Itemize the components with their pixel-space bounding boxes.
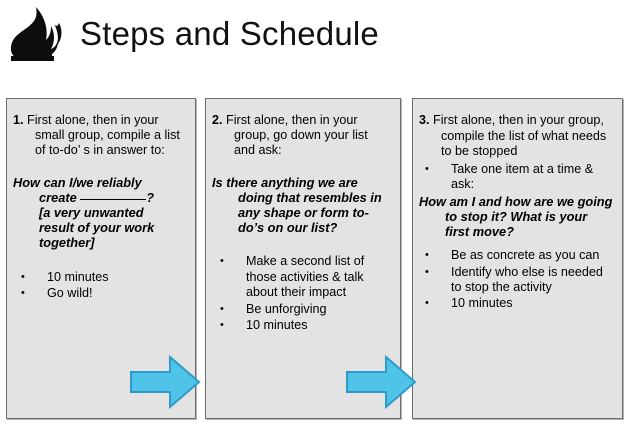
step-panel-3: 3. First alone, then in your group, comp… bbox=[412, 98, 623, 419]
step-3-lead-text: First alone, then in your group, compile… bbox=[433, 113, 607, 159]
step-2-question: Is there anything we are doing that rese… bbox=[212, 174, 382, 236]
step-1-question-line-3: [a very unwanted bbox=[39, 205, 144, 221]
list-item: 10 minutes bbox=[212, 317, 392, 333]
step-2-lead-text: First alone, then in your group, go down… bbox=[226, 113, 368, 158]
list-item: Identify who else is needed to stop the … bbox=[419, 264, 614, 296]
fill-in-blank bbox=[80, 198, 147, 200]
step-2-bullet-list: Make a second list of those activities &… bbox=[212, 253, 392, 333]
step-1-question-line-5: together] bbox=[39, 235, 95, 251]
list-item: Go wild! bbox=[13, 285, 187, 301]
arrow-right-icon-2 bbox=[345, 355, 417, 409]
step-2-lead: 2. First alone, then in your group, go d… bbox=[212, 113, 392, 159]
flame-icon bbox=[6, 4, 68, 64]
step-1-lead-text: First alone, then in your small group, c… bbox=[27, 113, 180, 158]
step-3-pre-bullet-list: Take one item at a time & ask: bbox=[419, 161, 614, 193]
list-item: Be unforgiving bbox=[212, 301, 392, 317]
step-1-bullet-list: 10 minutes Go wild! bbox=[13, 269, 187, 302]
list-item: 10 minutes bbox=[13, 269, 187, 285]
step-1-question-line-4: result of your work bbox=[39, 220, 155, 236]
page-title: Steps and Schedule bbox=[80, 15, 379, 52]
step-1-lead: 1. First alone, then in your small group… bbox=[13, 113, 187, 159]
step-1-question-line-2: create ? bbox=[13, 190, 187, 205]
slide-header: Steps and Schedule bbox=[0, 0, 628, 90]
step-panel-2: 2. First alone, then in your group, go d… bbox=[205, 98, 401, 419]
step-panel-1: 1. First alone, then in your small group… bbox=[6, 98, 196, 419]
list-item: Be as concrete as you can bbox=[419, 247, 614, 263]
step-2-number: 2. bbox=[212, 113, 223, 127]
arrow-right-icon-1 bbox=[129, 355, 201, 409]
list-item: 10 minutes bbox=[419, 295, 614, 311]
step-1-question-mark: ? bbox=[146, 189, 155, 205]
step-1-question-line-1: How can I/we reliably bbox=[13, 174, 142, 190]
step-3-number: 3. bbox=[419, 113, 430, 127]
list-item: Make a second list of those activities &… bbox=[212, 253, 392, 300]
step-3-bullet-list: Be as concrete as you can Identify who e… bbox=[419, 247, 614, 312]
step-3-question: How am I and how are we going to stop it… bbox=[419, 193, 613, 239]
step-1-question-create: create bbox=[39, 189, 77, 205]
step-1-number: 1. bbox=[13, 113, 24, 127]
step-3-lead: 3. First alone, then in your group, comp… bbox=[419, 113, 614, 160]
list-item: Take one item at a time & ask: bbox=[419, 161, 614, 193]
